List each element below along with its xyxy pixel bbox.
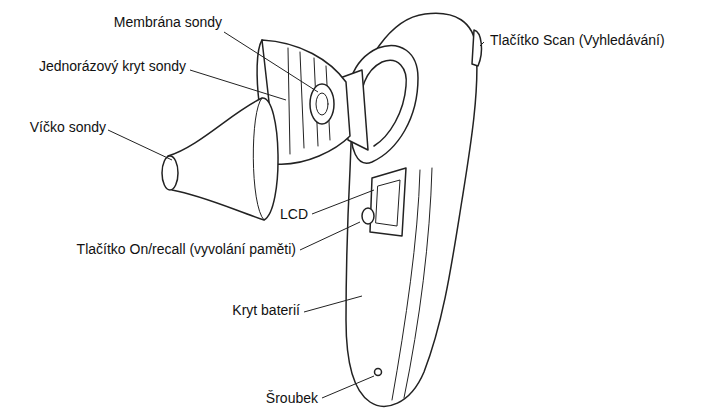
part-label: Kryt baterií — [232, 302, 300, 318]
lcd-window — [370, 168, 406, 236]
on-recall-button — [362, 208, 374, 224]
probe-housing-inner — [361, 60, 406, 146]
leader-lines — [108, 32, 484, 398]
screw — [375, 369, 382, 376]
part-label: Membrána sondy — [114, 14, 222, 30]
part-label: Jednorázový kryt sondy — [39, 58, 186, 74]
part-label: LCD — [280, 206, 308, 222]
part-label: Šroubek — [266, 390, 318, 406]
part-label: Víčko sondy — [30, 119, 106, 135]
part-label: Tlačítko Scan (Vyhledávání) — [490, 32, 665, 48]
battery-cover-seam — [392, 170, 420, 400]
part-label: Tlačítko On/recall (vyvolání paměti) — [77, 241, 296, 257]
probe-membrane — [310, 84, 334, 124]
probe-cap — [168, 98, 278, 220]
scan-button — [472, 30, 481, 66]
cap-opening — [162, 156, 178, 190]
thermometer-body — [346, 13, 477, 406]
